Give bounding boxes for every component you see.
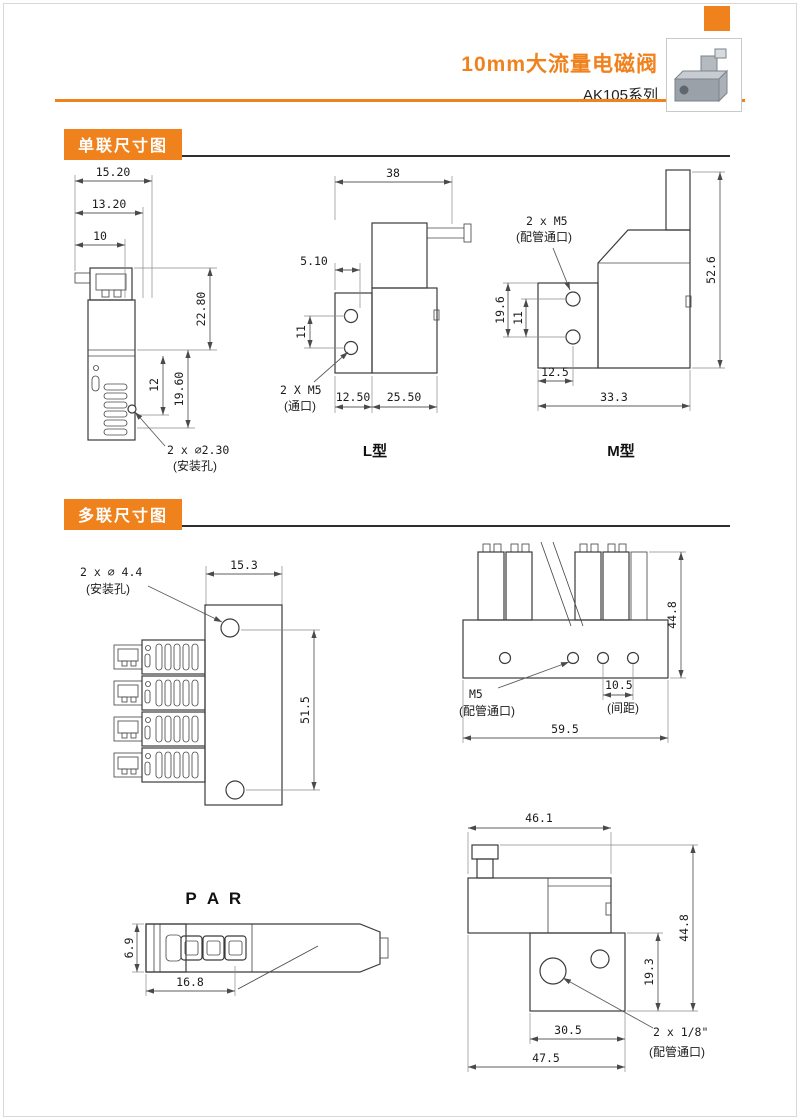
port-callout: 2 x M5 [526,214,568,228]
valve-photo-icon [673,48,729,103]
m-type-part [537,169,692,369]
dim-label: 19.3 [642,958,656,986]
port-callout: M5 [469,687,483,701]
port-hole [590,949,610,969]
port-hole [539,957,567,985]
single-front-part [74,267,137,441]
hole-callout-note: (安装孔) [173,458,217,473]
m-manifold-dimensions: 44.8 19.3 30.5 47.5 2 x 1/8" (配管通口) [467,844,708,1072]
port-hole [343,340,359,356]
port-hole [626,651,640,665]
dim-label: 10 [93,229,107,243]
manifold-top-part [462,541,669,679]
dim-label: 25.50 [387,390,422,404]
m-manifold-drawing: 46.1 44.8 19.3 30.5 47. [467,811,708,1072]
port-callout-note: (配管通口) [649,1044,705,1059]
mounting-hole [127,404,137,414]
manifold-side-drawing: P A R 6.9 16.8 [122,889,389,996]
single-front-dimensions: 15.20 13.20 10 22.80 19.60 12 2 x ∅2.30 … [74,165,229,473]
manifold-plate [204,604,283,806]
dim-label: 51.5 [298,696,312,724]
break-line [540,541,572,627]
dim-label: 44.8 [677,914,691,942]
section-rule [64,525,730,527]
port-callout-note: (配管通口) [459,703,515,718]
valve-unit [113,675,206,711]
valve-unit [113,747,206,783]
product-image [666,38,742,112]
dim-label: 6.9 [122,938,136,959]
port-hole [498,651,512,665]
dim-label: 12.50 [336,390,371,404]
valve-unit [113,711,206,747]
dim-label: 16.8 [176,975,204,989]
port-letter-p: P [185,889,196,908]
manifold-side-part [145,923,389,990]
m-type-drawing: 52.6 2 x M5 (配管通口) 19.6 11 12.5 33.3 M型 [493,169,725,460]
dim-label: 38 [386,166,400,180]
port-hole [565,291,581,307]
hole-callout: 2 x ∅2.30 [167,443,229,457]
dim-label: 30.5 [554,1023,582,1037]
dim-label: 19.6 [493,296,507,324]
m-manifold-part [467,844,626,1012]
l-type-part [334,222,472,374]
header: 10mm大流量电磁阀 AK105系列 [461,48,658,105]
dim-label: 44.8 [665,601,679,629]
dim-label: 52.6 [704,256,718,284]
dim-label: 22.80 [194,292,208,327]
mounting-hole [225,780,245,800]
section-tag-single: 单联尺寸图 [64,129,183,160]
m-manifold-dimensions-top: 46.1 [467,811,612,874]
header-rule [55,99,745,102]
dim-label: 19.60 [172,372,186,407]
manifold-top-drawing: 44.8 M5 (配管通口) 10.5 (间距) 59.5 [459,541,686,743]
single-front-drawing: 15.20 13.20 10 22.80 19.60 12 2 x ∅2.30 … [74,165,229,473]
port-callout: 2 X M5 [280,383,322,397]
port-hole [343,308,359,324]
dim-label: 15.3 [230,558,258,572]
l-type-drawing: 38 5.10 11 2 X M5 (通口) 12.50 25.50 L型 [280,166,472,460]
manifold-side-dimensions: 6.9 16.8 [122,923,236,996]
manifold-front-drawing: 2 x ∅ 4.4 (安装孔) 15.3 [80,558,320,806]
port-callout: 2 x 1/8" [653,1025,708,1039]
mounting-hole [220,618,240,638]
dim-label-note: (间距) [607,701,639,715]
dim-label: 59.5 [551,722,579,736]
port-hole [596,651,610,665]
break-line [552,541,584,627]
dim-label: 12.5 [541,365,569,379]
section-rule [64,155,730,157]
page-title: 10mm大流量电磁阀 [461,53,658,76]
l-type-dimensions: 38 5.10 11 2 X M5 (通口) 12.50 25.50 [280,166,453,413]
port-hole [566,651,580,665]
port-callout-note: (配管通口) [516,229,572,244]
dim-label: 15.20 [96,165,131,179]
valve-unit [113,639,206,675]
m-type-dimensions: 52.6 2 x M5 (配管通口) 19.6 11 12.5 33.3 [493,171,725,411]
port-callout-note: (通口) [284,399,316,413]
dim-label: 33.3 [600,390,628,404]
dim-label: 10.5 [605,678,633,692]
dim-label: 11 [511,311,525,325]
dim-label: 47.5 [532,1051,560,1065]
section-tag-multi: 多联尺寸图 [64,499,183,530]
dim-label: 46.1 [525,811,553,825]
dim-label: 5.10 [300,254,328,268]
dim-label: 11 [294,325,308,339]
port-letter-a: A [207,889,219,908]
dim-label: 12 [147,378,161,392]
manifold-top-dimensions: 44.8 M5 (配管通口) 10.5 (间距) 59.5 [459,551,686,743]
l-type-label: L型 [363,442,387,460]
m-type-label: M型 [607,442,635,460]
port-hole [565,329,581,345]
corner-accent [704,6,730,31]
dim-label: 13.20 [92,197,127,211]
port-letter-r: R [229,889,241,908]
hole-callout: 2 x ∅ 4.4 [80,565,142,579]
hole-callout-note: (安装孔) [86,581,130,596]
